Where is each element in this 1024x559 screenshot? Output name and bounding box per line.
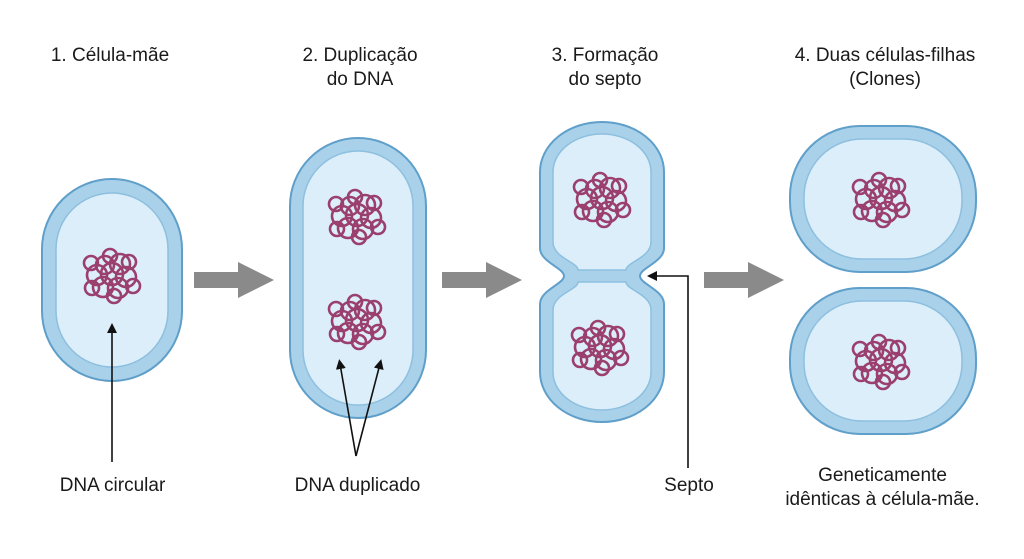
pointer-dna-duplicado-right [355, 359, 384, 457]
pointer-dna-duplicado-left [335, 359, 357, 457]
step-3-title-line2: do septo [568, 69, 642, 90]
process-arrow-3 [704, 262, 784, 298]
step-2-title-line2: do DNA [326, 69, 394, 90]
daughter-cell-bottom [789, 287, 977, 435]
step-4-title-line1: 4. Duas células-filhas [794, 45, 976, 66]
step-4-title-line2: (Clones) [849, 69, 921, 90]
dividing-cell [539, 121, 665, 423]
step-3-title-line1: 3. Formação [551, 45, 659, 66]
step-1-title-line1: 1. Célula-mãe [50, 45, 170, 66]
process-arrow-2 [442, 262, 522, 298]
septo-label: Septo [664, 475, 714, 496]
step-3-title: 3. Formação do septo [510, 44, 700, 92]
step-2-title: 2. Duplicação do DNA [260, 44, 460, 92]
conclusion-label: Geneticamente idênticas à célula-mãe. [755, 464, 1010, 512]
daughter-cell-top [789, 125, 977, 273]
mother-cell [41, 178, 183, 382]
step-4-title: 4. Duas células-filhas (Clones) [760, 44, 1010, 92]
elongated-cell [289, 137, 427, 419]
dna-duplicado-label: DNA duplicado [294, 475, 421, 496]
conclusion-line1: Geneticamente [818, 465, 947, 486]
step-2-title-line1: 2. Duplicação [302, 45, 418, 66]
process-arrow-1 [194, 262, 274, 298]
conclusion-line2: idênticas à célula-mãe. [785, 489, 980, 510]
pointer-septo [647, 271, 689, 468]
dna-circular-label: DNA circular [59, 475, 166, 496]
step-1-title: 1. Célula-mãe [20, 44, 200, 68]
